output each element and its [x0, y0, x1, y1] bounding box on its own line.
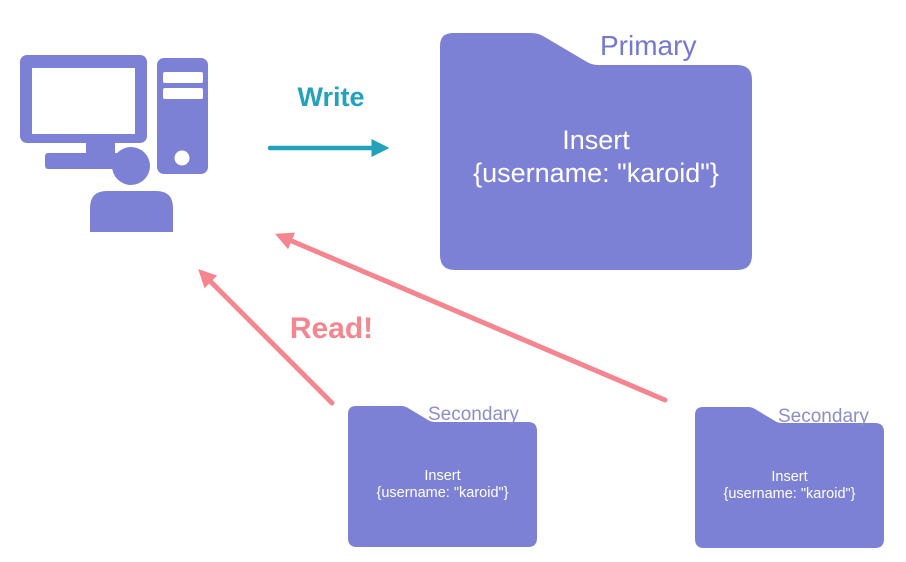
write-label: Write	[297, 82, 365, 112]
primary-folder-content: Insert {username: "karoid"}	[440, 124, 752, 190]
secondary-left-content-line1: Insert	[424, 468, 461, 484]
folder-icon	[348, 406, 537, 547]
secondary-folder-right: Secondary Insert {username: "karoid"}	[695, 406, 884, 548]
tower-slot-2	[163, 88, 203, 99]
primary-content-line2: {username: "karoid"}	[473, 158, 719, 188]
tower-slot-1	[163, 72, 203, 83]
secondary-right-content-line1: Insert	[771, 469, 808, 485]
tower-icon	[157, 58, 208, 174]
secondary-right-content-line2: {username: "karoid"}	[723, 486, 856, 502]
secondary-right-label: Secondary	[778, 406, 869, 427]
read-label: Read!	[289, 312, 374, 345]
folder-icon	[440, 33, 752, 270]
secondary-left-label: Secondary	[428, 404, 519, 425]
primary-folder: Primary Insert {username: "karoid"}	[440, 30, 752, 270]
secondary-left-content-line2: {username: "karoid"}	[376, 485, 509, 501]
primary-folder-label: Primary	[600, 30, 697, 61]
user-icon	[90, 147, 173, 232]
primary-content-line1: Insert	[562, 125, 630, 155]
secondary-left-content: Insert {username: "karoid"}	[348, 468, 537, 502]
monitor-screen	[32, 68, 135, 134]
computer-user-icon	[20, 55, 208, 232]
secondary-folder-left: Secondary Insert {username: "karoid"}	[348, 404, 537, 547]
folder-icon	[695, 407, 884, 548]
tower-power-button	[174, 150, 190, 166]
secondary-right-content: Insert {username: "karoid"}	[695, 469, 884, 503]
